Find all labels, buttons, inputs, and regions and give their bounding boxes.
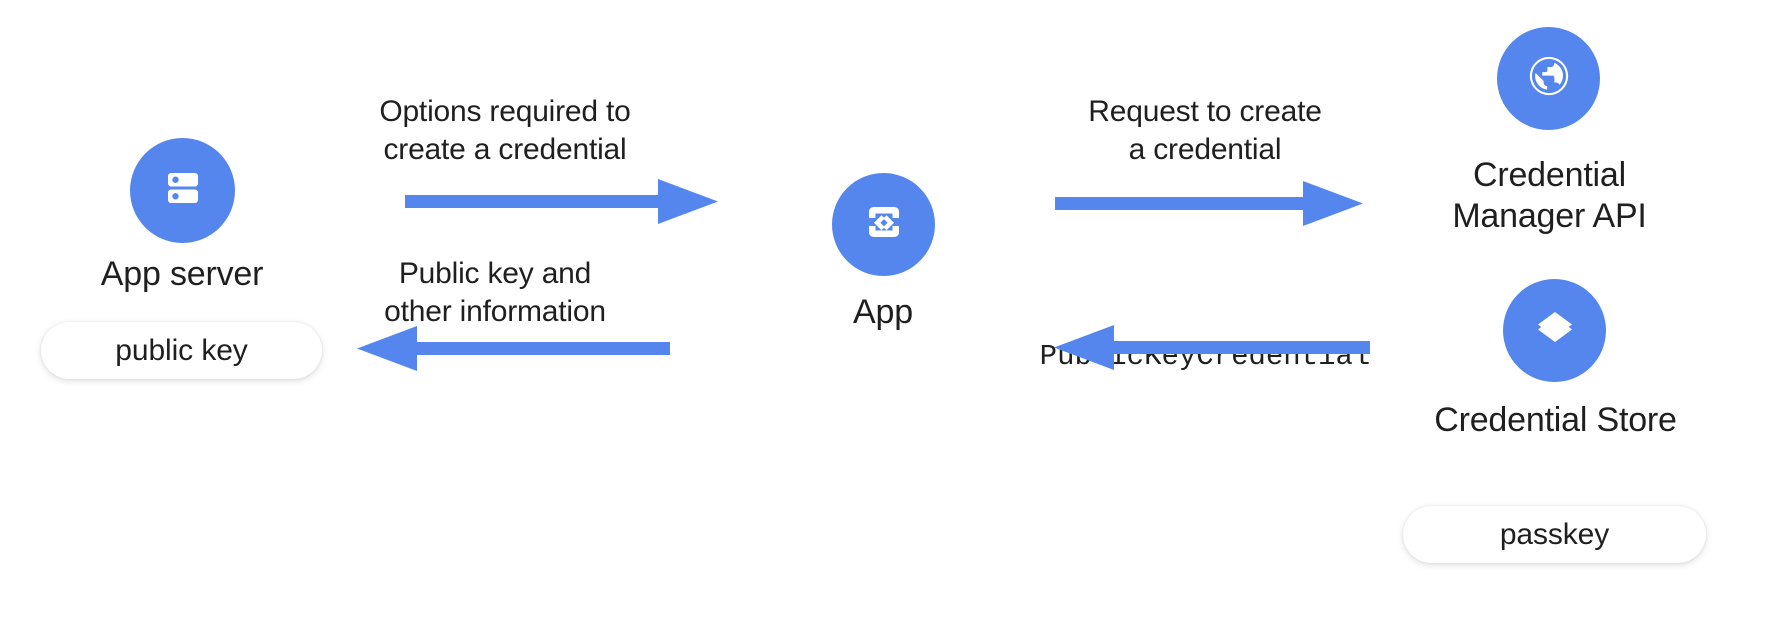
node-app-label: App [853,293,913,331]
globe-icon [1520,47,1578,110]
arrow-publickeycredential-return [1050,322,1372,374]
node-credential-store-label: Credential Store [1434,401,1677,439]
arrow-request-to-create [1055,178,1370,230]
node-credential-store-icon-circle [1503,279,1606,382]
arrow-label-request-to-create: Request to create a credential [1088,95,1322,166]
server-icon [155,160,211,221]
layers-icon [1527,300,1583,361]
arrow-public-key-return [355,323,670,375]
node-credential-manager-api-label: Credential Manager API [1452,156,1647,235]
node-credential-manager-api-icon-circle [1497,27,1600,130]
node-app-icon-circle [832,173,935,276]
pill-passkey: passkey [1403,506,1706,563]
app-code-phone-icon [856,194,912,255]
node-app-server-icon-circle [130,138,235,243]
pill-public-key: public key [41,322,322,379]
arrow-options-required [405,176,720,228]
node-app-server-label: App server [100,255,264,293]
arrow-label-public-key-and-other-information: Public key and other information [384,257,606,328]
arrow-label-options-required: Options required to create a credential [379,95,631,166]
